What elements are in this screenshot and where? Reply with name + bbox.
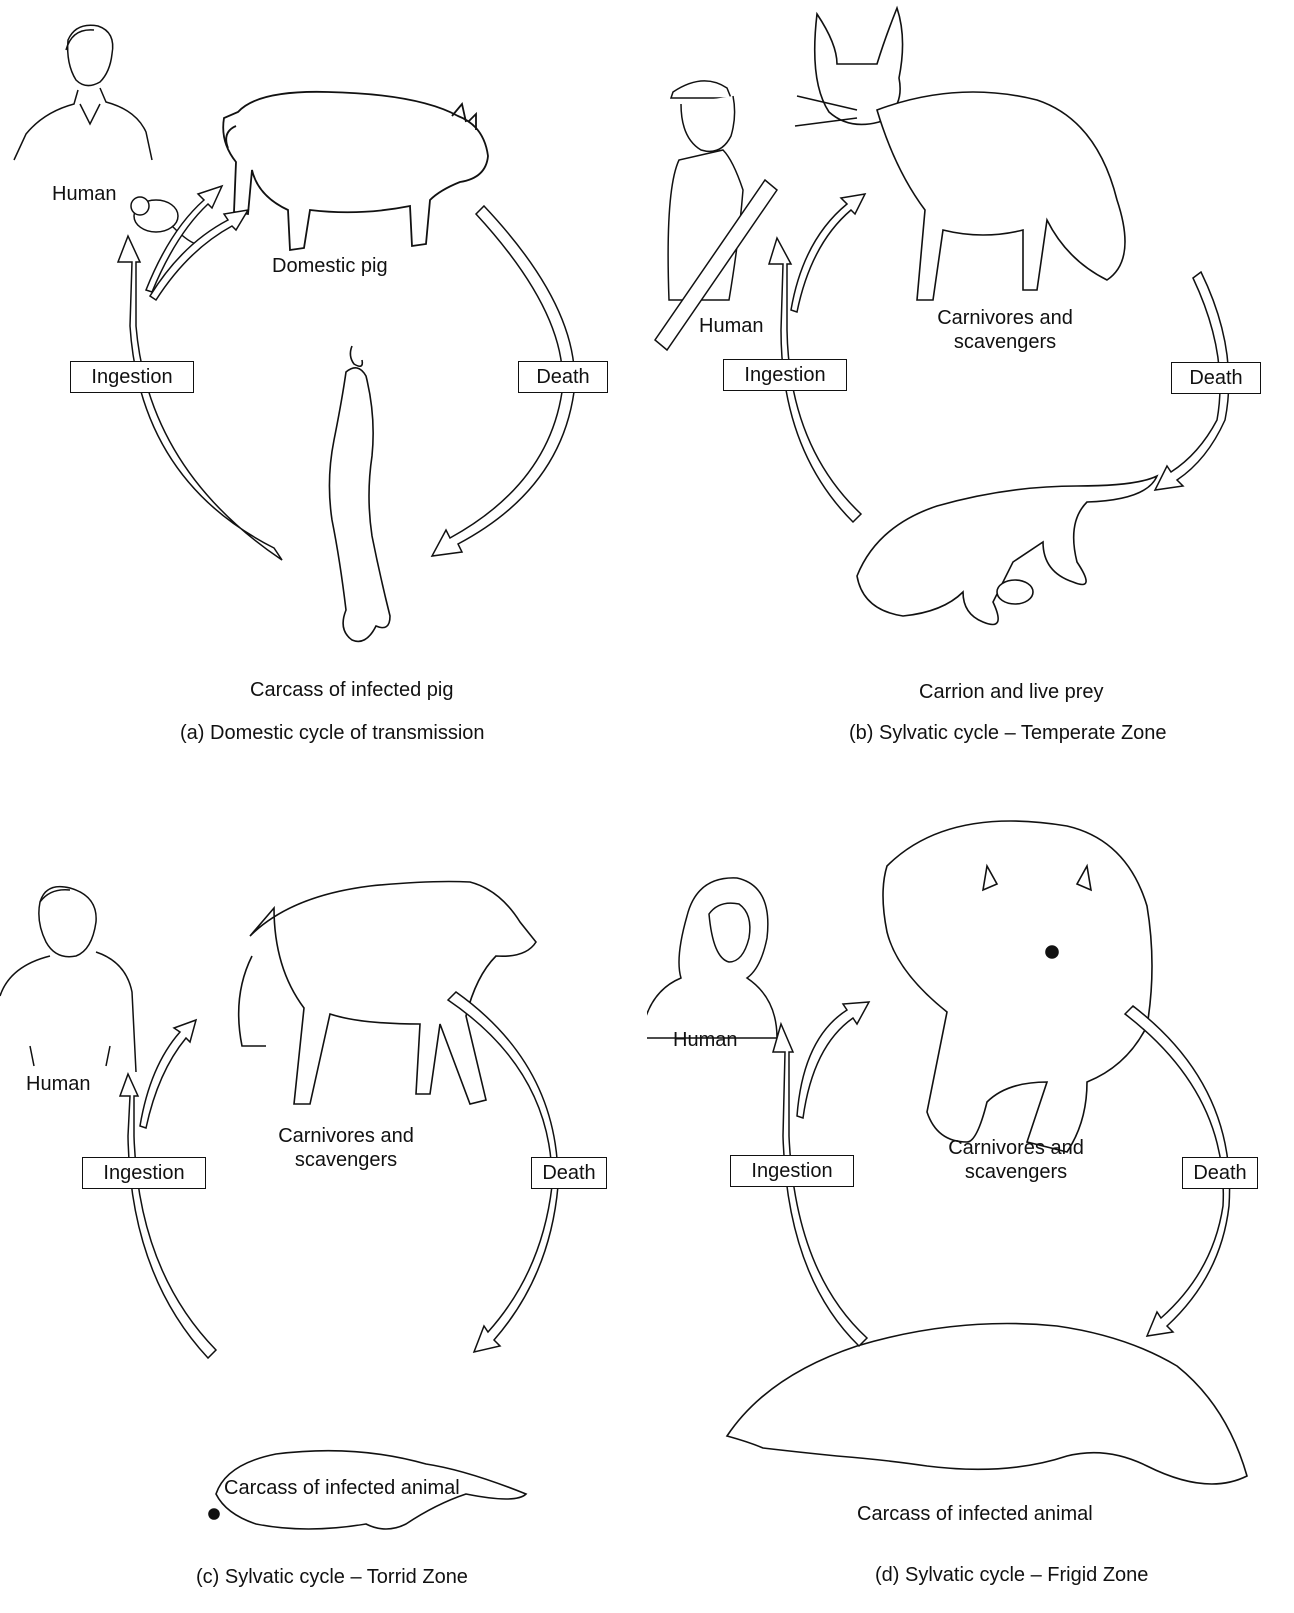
human-label: Human: [673, 1028, 737, 1052]
ingestion-arrow: [769, 194, 865, 522]
panel-domestic-cycle: Human Domestic pig Ingestion Death Carca…: [0, 0, 647, 806]
fox-illustration: [795, 8, 1125, 300]
host-label-line1: Carnivores and: [916, 1136, 1116, 1160]
host-label: Carnivores and scavengers: [916, 1136, 1116, 1184]
pig-carcass-illustration: [329, 346, 390, 641]
panel-frigid-cycle: Human Carnivores and scavengers Ingestio…: [647, 806, 1294, 1612]
death-box: Death: [1182, 1157, 1258, 1189]
death-box: Death: [531, 1157, 607, 1189]
panel-caption: (a) Domestic cycle of transmission: [180, 722, 485, 745]
carcass-label: Carcass of infected animal: [857, 1502, 1093, 1526]
human-illustration: [647, 878, 777, 1038]
panel-caption: (b) Sylvatic cycle – Temperate Zone: [849, 722, 1167, 745]
panel-d-artwork: [647, 806, 1294, 1612]
carcass-label: Carcass of infected pig: [250, 678, 453, 702]
ingestion-box: Ingestion: [730, 1155, 854, 1187]
panel-temperate-cycle: Human Carnivores and scavengers Ingestio…: [647, 0, 1294, 806]
human-label: Human: [52, 182, 116, 206]
ingestion-box: Ingestion: [70, 361, 194, 393]
human-label: Human: [699, 314, 763, 338]
pig-illustration: [223, 92, 488, 250]
polar-bear-carcass-illustration: [727, 1324, 1247, 1485]
ingestion-box: Ingestion: [82, 1157, 206, 1189]
host-label: Carnivores and scavengers: [905, 306, 1105, 354]
panel-caption: (d) Sylvatic cycle – Frigid Zone: [875, 1564, 1148, 1587]
hyena-illustration: [239, 882, 536, 1105]
ingestion-box: Ingestion: [723, 359, 847, 391]
human-label: Human: [26, 1072, 90, 1096]
host-label-line1: Carnivores and: [246, 1124, 446, 1148]
host-label-line2: scavengers: [246, 1148, 446, 1172]
carcass-label: Carcass of infected animal: [224, 1476, 460, 1500]
hunter-illustration: [655, 81, 777, 350]
host-label-line2: scavengers: [916, 1160, 1116, 1184]
polar-bear-illustration: [883, 821, 1152, 1152]
host-label-line2: scavengers: [905, 330, 1105, 354]
death-box: Death: [518, 361, 608, 393]
human-illustration: [0, 887, 136, 1072]
death-box: Death: [1171, 362, 1261, 394]
ingestion-arrow: [120, 1020, 216, 1358]
host-label: Domestic pig: [272, 254, 388, 278]
human-illustration: [14, 25, 152, 160]
host-label-line1: Carnivores and: [905, 306, 1105, 330]
fox-eating-illustration: [857, 476, 1157, 625]
host-label: Carnivores and scavengers: [246, 1124, 446, 1172]
panel-caption: (c) Sylvatic cycle – Torrid Zone: [196, 1566, 468, 1589]
carcass-label: Carrion and live prey: [919, 680, 1104, 704]
panel-torrid-cycle: Human Carnivores and scavengers Ingestio…: [0, 806, 647, 1612]
